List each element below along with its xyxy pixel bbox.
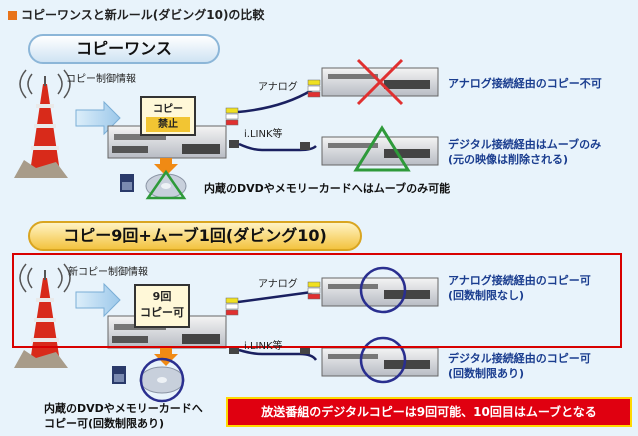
dvd-copy-note: コピー可(回数制限あり) bbox=[44, 417, 165, 430]
triangle-icon bbox=[145, 169, 187, 200]
jack-icon bbox=[307, 281, 321, 300]
triangle-icon bbox=[353, 125, 411, 172]
tv-tower-icon bbox=[14, 69, 71, 178]
jack-icon bbox=[307, 79, 321, 98]
digital-result-note: (元の映像は削除される) bbox=[448, 153, 569, 166]
digital-result-text: デジタル接続経由のコピー可 bbox=[448, 352, 591, 365]
target-recorder-icon bbox=[321, 136, 439, 166]
analog-cable bbox=[237, 290, 313, 304]
ilink-label: i.LINK等 bbox=[244, 129, 283, 140]
down-arrow-icon bbox=[154, 348, 178, 366]
digital-result-text: デジタル接続経由はムーブのみ bbox=[448, 138, 602, 151]
new-control-info-label: 新コピー制御情報 bbox=[68, 267, 148, 278]
signal-arrow-icon bbox=[75, 282, 121, 318]
copy-allowed-box: 9回 コピー可 bbox=[134, 284, 190, 328]
cross-icon bbox=[356, 58, 404, 106]
circle-icon bbox=[359, 336, 407, 384]
copy-once-heading: コピーワンス bbox=[28, 34, 220, 64]
summary-banner: 放送番組のデジタルコピーは9回可能、10回目はムーブとなる bbox=[226, 397, 632, 427]
dvd-copy-text: 内蔵のDVDやメモリーカードへ bbox=[44, 402, 203, 415]
analog-result-text: アナログ接続経由のコピー不可 bbox=[448, 77, 602, 90]
ilink-label: i.LINK等 bbox=[244, 341, 283, 352]
control-info-label: コピー制御情報 bbox=[66, 74, 136, 85]
circle-icon bbox=[359, 266, 407, 314]
circle-icon bbox=[139, 357, 185, 403]
title-bullet-icon bbox=[8, 11, 17, 20]
sd-card-icon bbox=[120, 174, 134, 192]
target-recorder-icon bbox=[321, 277, 439, 307]
copy-prohibited-box: コピー 禁止 bbox=[140, 96, 196, 136]
jack-icon bbox=[225, 297, 239, 354]
target-recorder-icon bbox=[321, 347, 439, 377]
tv-tower-icon bbox=[14, 263, 71, 368]
highlight-frame bbox=[12, 253, 622, 348]
analog-label: アナログ bbox=[258, 82, 298, 93]
dvd-disc-icon bbox=[139, 366, 185, 394]
analog-result-text: アナログ接続経由のコピー可 bbox=[448, 274, 591, 287]
dubbing10-heading: コピー9回+ムーブ1回(ダビング10) bbox=[28, 221, 362, 251]
analog-result-note: (回数制限なし) bbox=[448, 289, 525, 302]
connector-icon bbox=[300, 142, 310, 150]
ilink-cable bbox=[238, 142, 317, 152]
page-title: コピーワンスと新ルール(ダビング10)の比較 bbox=[8, 6, 264, 23]
jack-icon bbox=[225, 107, 239, 148]
dvd-move-text: 内蔵のDVDやメモリーカードへはムーブのみ可能 bbox=[204, 182, 451, 195]
analog-label: アナログ bbox=[258, 279, 298, 290]
analog-cable bbox=[237, 88, 313, 114]
dvd-disc-icon bbox=[145, 173, 187, 199]
target-recorder-icon bbox=[321, 67, 439, 97]
digital-result-note: (回数制限あり) bbox=[448, 367, 525, 380]
down-arrow-icon bbox=[154, 158, 178, 176]
connector-icon bbox=[300, 346, 310, 354]
sd-card-icon bbox=[112, 366, 126, 384]
ilink-cable bbox=[238, 348, 318, 361]
